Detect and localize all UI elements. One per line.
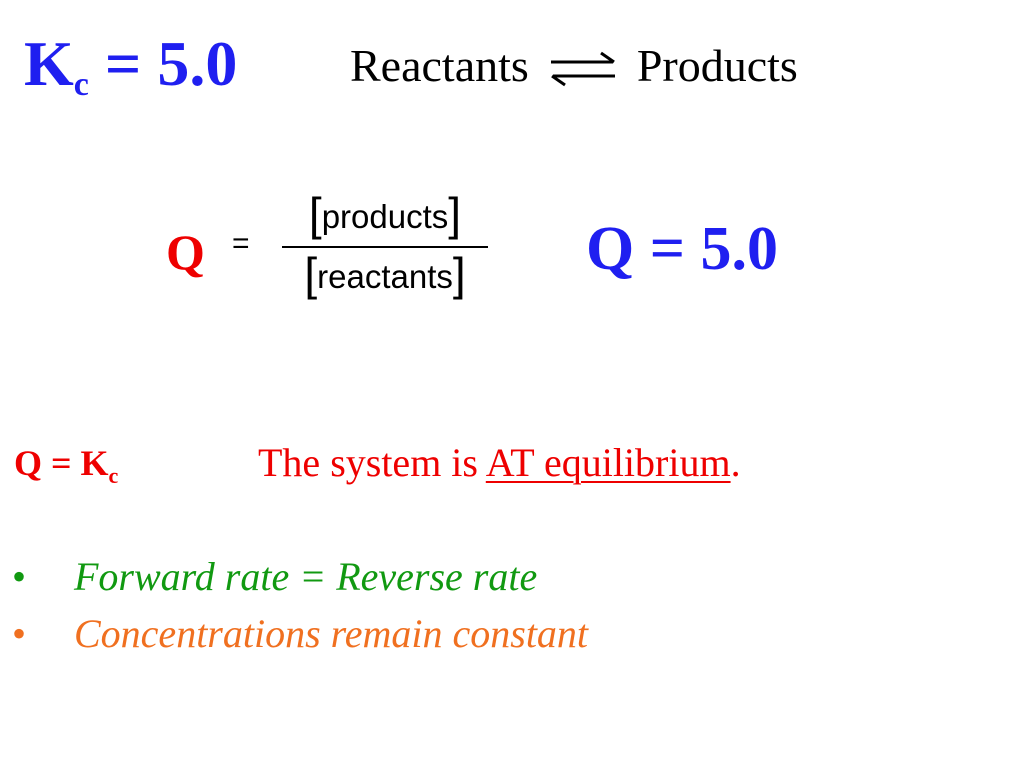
kc-value: 5.0 <box>157 28 238 99</box>
fraction-bar <box>282 246 488 248</box>
reactants-label: Reactants <box>350 40 529 91</box>
numerator-text: products <box>321 198 449 235</box>
left-bracket: [ <box>308 188 322 240</box>
equilibrium-constant-title: Kc = 5.0 <box>24 24 237 115</box>
q-equals-k-text: Q = K <box>14 443 109 483</box>
statement-suffix: . <box>730 440 741 485</box>
products-label: Products <box>636 40 798 91</box>
right-bracket: ] <box>448 188 462 240</box>
q-equals-sign: = <box>232 227 250 260</box>
reaction-equation: Reactants Products <box>350 38 798 94</box>
kc-subscript: c <box>73 66 89 103</box>
bullet-text: Forward rate = Reverse rate <box>74 554 538 599</box>
q-value: Q = 5.0 <box>586 215 779 283</box>
statement-emphasis: AT equilibrium <box>485 440 731 485</box>
q-symbol: Q <box>166 224 205 280</box>
right-bracket: ] <box>452 248 466 300</box>
bullet-marker: • <box>12 554 27 599</box>
bullet-marker: • <box>12 611 27 656</box>
bullet-forward-reverse-rate: • Forward rate = Reverse rate <box>12 553 537 601</box>
q-equals-kc: Q = Kc <box>14 440 118 491</box>
statement-prefix: The system is <box>258 440 486 485</box>
kc-comparison-subscript: c <box>108 463 119 488</box>
equilibrium-statement: The system is AT equilibrium. <box>258 440 741 486</box>
bullet-text: Concentrations remain constant <box>74 611 589 656</box>
fraction-numerator: [products] <box>278 191 492 237</box>
kc-equals: = <box>104 28 142 99</box>
reaction-quotient-fraction: [products] [reactants] <box>278 188 492 308</box>
kc-symbol: K <box>24 28 74 99</box>
denominator-text: reactants <box>317 258 453 295</box>
fraction-denominator: [reactants] <box>278 251 492 297</box>
left-bracket: [ <box>304 248 318 300</box>
bullet-concentrations-constant: • Concentrations remain constant <box>12 610 588 658</box>
equilibrium-arrows-icon <box>547 46 619 87</box>
